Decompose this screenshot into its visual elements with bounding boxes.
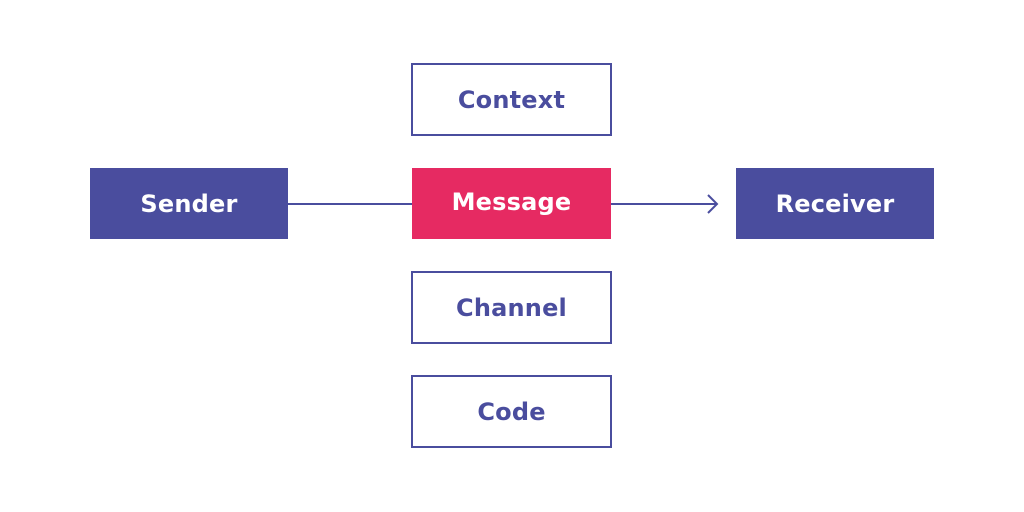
context-box: Context bbox=[411, 63, 612, 136]
sender-box: Sender bbox=[90, 168, 288, 239]
message-label: Message bbox=[451, 187, 572, 216]
receiver-label: Receiver bbox=[775, 189, 895, 218]
message-box: Message bbox=[412, 168, 611, 239]
context-label: Context bbox=[457, 85, 566, 114]
sender-label: Sender bbox=[140, 189, 238, 218]
code-label: Code bbox=[477, 397, 546, 426]
channel-box: Channel bbox=[411, 271, 612, 344]
code-box: Code bbox=[411, 375, 612, 448]
receiver-box: Receiver bbox=[736, 168, 934, 239]
arrowhead-icon bbox=[707, 194, 719, 214]
channel-label: Channel bbox=[456, 293, 567, 322]
